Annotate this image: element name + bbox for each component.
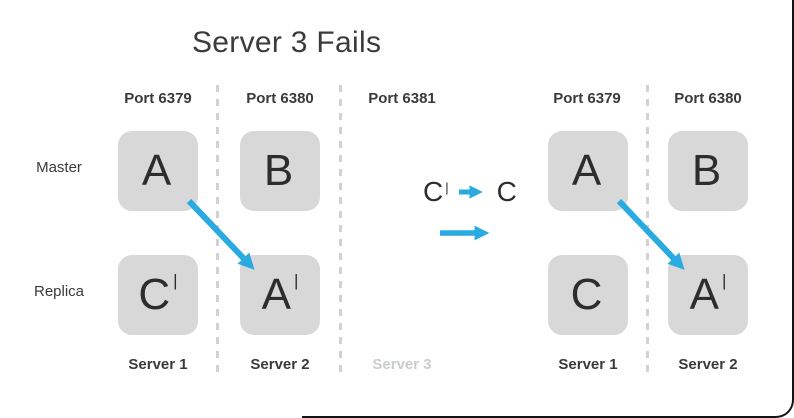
right-node-replica-c: C [548,255,628,335]
right-failover-arrow-icon [616,198,685,270]
right-server-1-label: Server 1 [558,356,618,373]
promotion-from-letter: C [423,176,444,207]
left-port-6380-label: Port 6380 [246,90,314,107]
left-failover-arrow-icon [186,198,255,270]
transition-arrow-icon [440,225,490,241]
promotion-arrow-icon [458,185,483,199]
promotion-to-letter: C [496,176,517,207]
right-node-master-a: A [548,131,628,211]
promotion-annotation: C| C [423,173,517,211]
prime-mark: | [721,271,727,290]
node-letter: C [138,270,171,319]
left-server-3-label-failed: Server 3 [372,356,432,373]
left-node-master-b: B [240,131,320,211]
node-letter: A [571,146,602,195]
node-letter: A [141,146,172,195]
row-label-master: Master [36,159,82,176]
left-port-6379-label: Port 6379 [124,90,192,107]
left-node-replica-a-prime: A| [240,255,320,335]
right-port-6380-label: Port 6380 [674,90,742,107]
node-letter: A [261,270,291,319]
prime-mark: | [445,180,449,195]
promotion-from: C| [423,176,449,208]
node-letter: C [570,270,603,319]
row-label-replica: Replica [33,283,85,300]
right-port-6379-label: Port 6379 [553,90,621,107]
left-server-2-label: Server 2 [250,356,310,373]
right-node-master-b: B [668,131,748,211]
left-server-1-label: Server 1 [128,356,188,373]
node-letter: A [689,270,719,319]
left-node-master-a: A [118,131,198,211]
right-server-2-label: Server 2 [678,356,738,373]
left-port-6381-label: Port 6381 [368,90,436,107]
column-divider-left-2 [339,85,342,378]
node-letter: B [691,146,722,195]
node-letter: B [263,146,294,195]
prime-mark: | [293,271,299,290]
prime-mark: | [173,271,178,290]
diagram-title: Server 3 Fails [192,26,382,59]
left-node-replica-c-prime: C| [118,255,198,335]
